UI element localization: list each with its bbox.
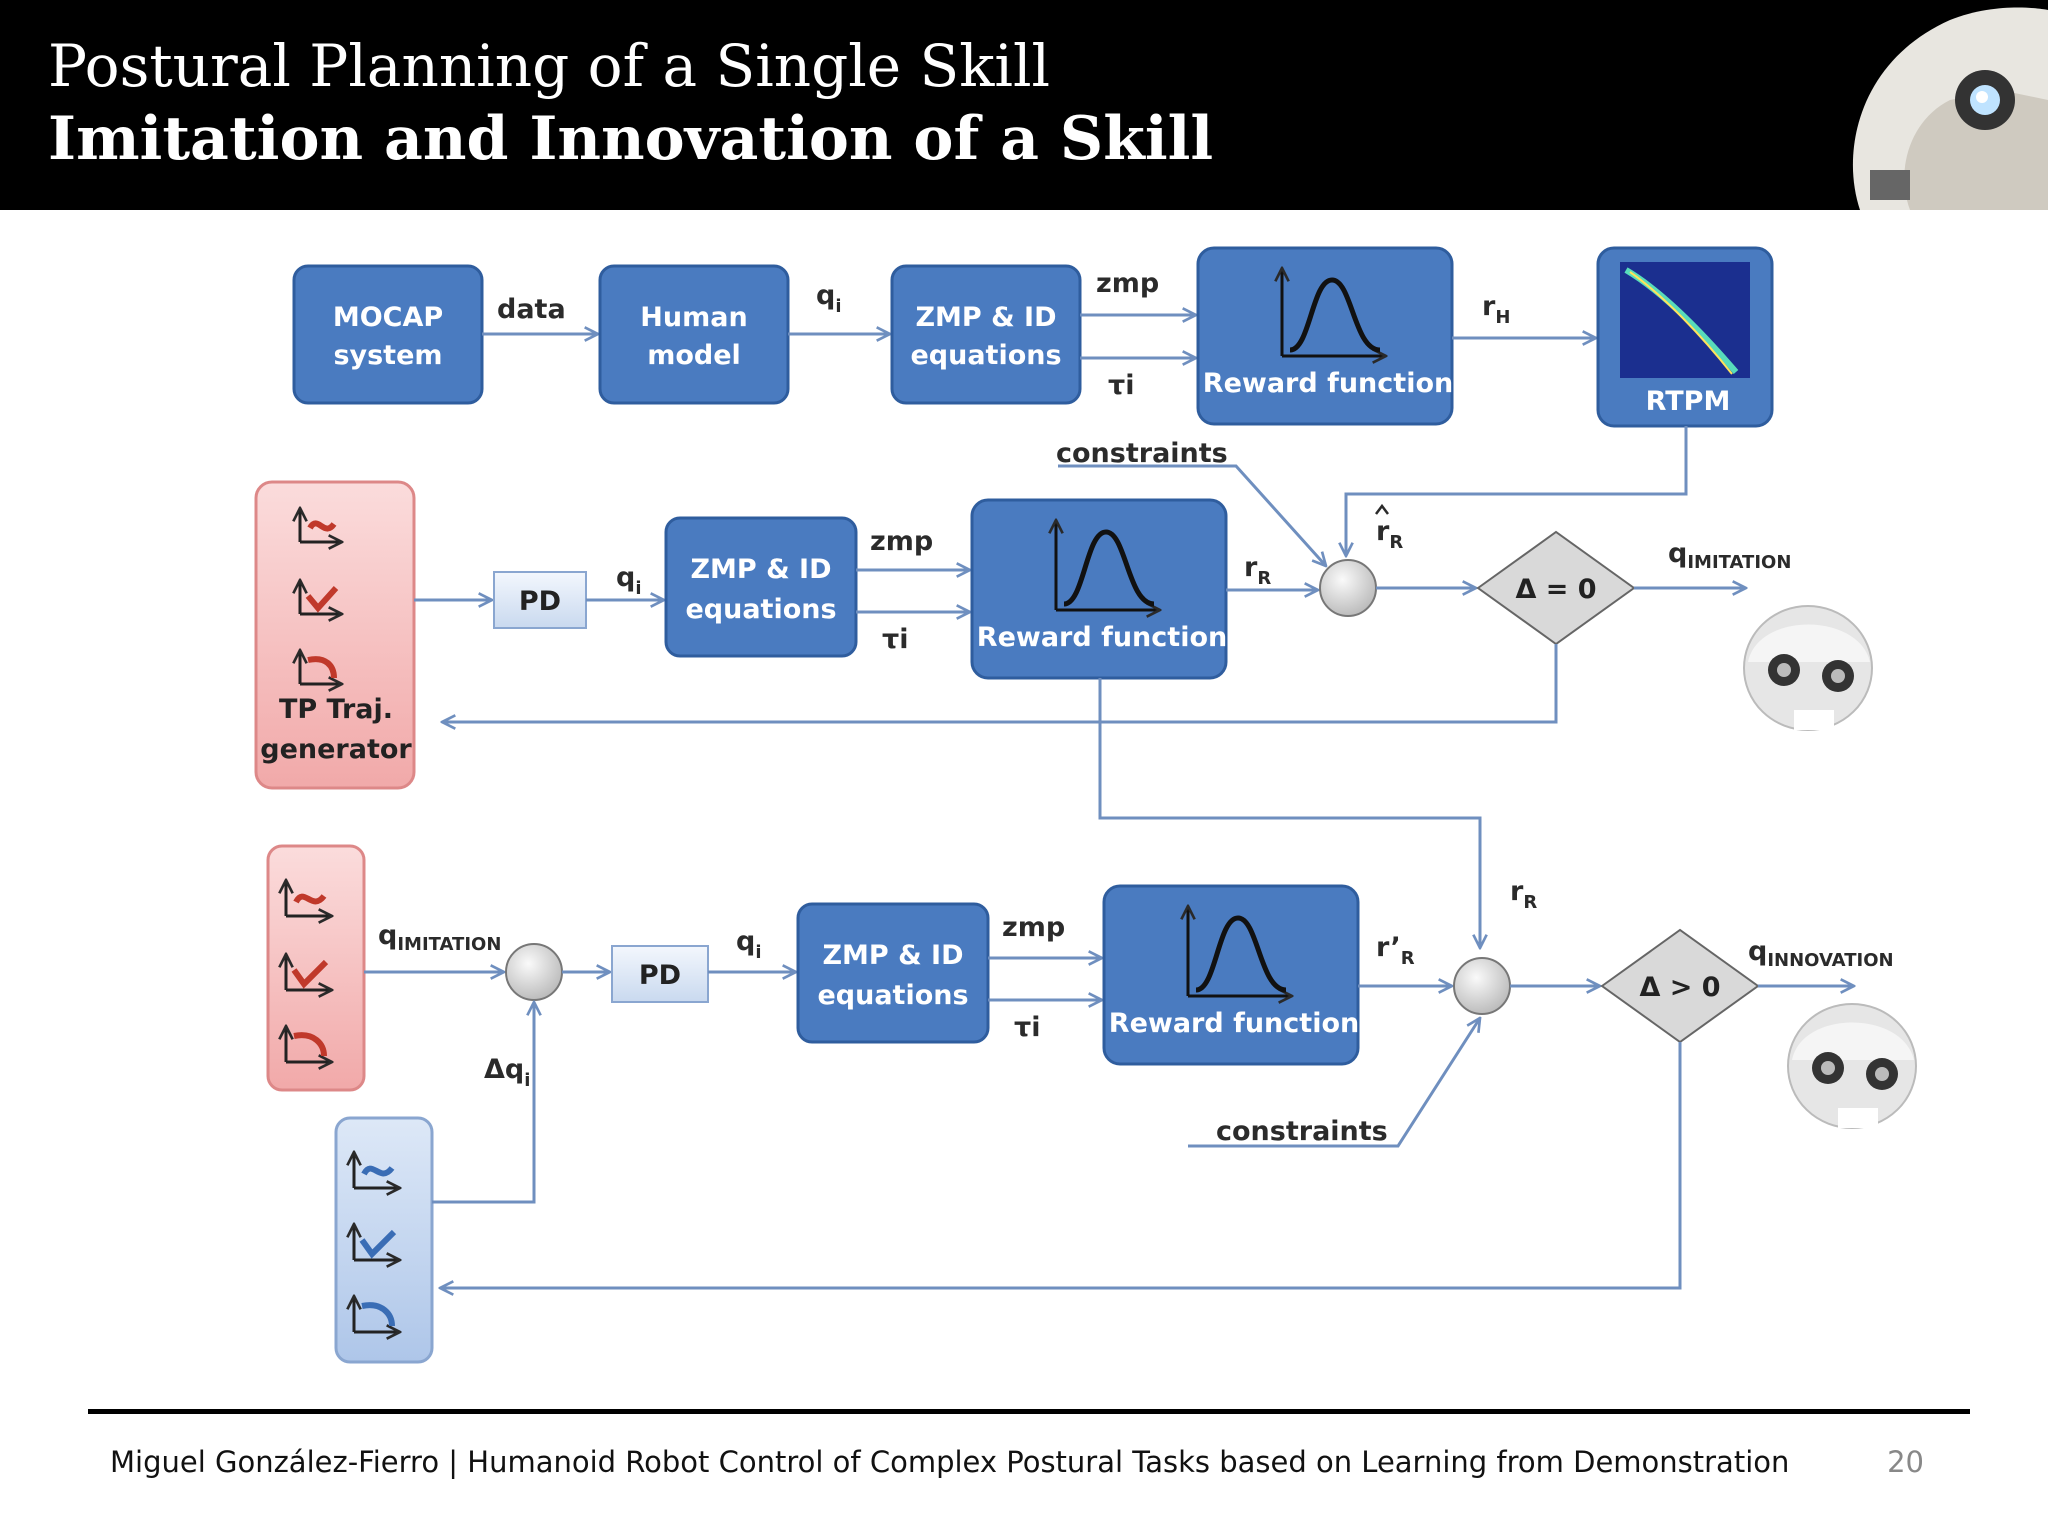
tau-label-row1: τi	[1108, 370, 1135, 401]
svg-text:system: system	[333, 340, 442, 371]
tau-label-row2: τi	[882, 624, 909, 655]
tau-label-row3: τi	[1014, 1012, 1041, 1043]
q-imitation-output: qIMITATION	[1668, 538, 1791, 573]
zmp-id-box-row1: ZMP & ID equations	[890, 264, 1082, 405]
slide-subtitle: Imitation and Innovation of a Skill	[48, 104, 1214, 174]
summing-junction-row3-output	[1453, 957, 1511, 1015]
svg-text:ZMP & ID: ZMP & ID	[915, 302, 1056, 333]
rr-prime-label: r’R	[1376, 932, 1415, 969]
svg-text:equations: equations	[910, 340, 1061, 371]
constraints-label-row2: constraints	[1056, 438, 1228, 469]
svg-text:Reward function: Reward function	[977, 622, 1227, 653]
robot-icon-row3	[1787, 1003, 1917, 1129]
reward-function-box-row1: Reward function	[1196, 246, 1454, 426]
summing-junction-row2	[1319, 559, 1377, 617]
rtpm-box: RTPM	[1596, 246, 1774, 428]
svg-text:PD: PD	[639, 960, 681, 991]
qi-label-row2: qi	[616, 562, 642, 599]
reward-function-box-row2: Reward function	[970, 498, 1228, 680]
slide-header: Postural Planning of a Single Skill Imit…	[0, 0, 2048, 210]
svg-text:Reward function: Reward function	[1109, 1008, 1359, 1039]
svg-text:TP Traj.: TP Traj.	[279, 694, 393, 725]
decision-delta-zero: Δ = 0	[1476, 530, 1636, 646]
page-number: 20	[1887, 1445, 1924, 1479]
zmp-label-row2: zmp	[870, 526, 933, 557]
svg-text:Reward function: Reward function	[1203, 368, 1453, 399]
zmp-id-box-row2: ZMP & ID equations	[664, 516, 858, 658]
constraints-label-row3: constraints	[1216, 1116, 1388, 1147]
gaussian-reward-icon	[1188, 906, 1292, 996]
qi-label-row3: qi	[736, 926, 762, 963]
reward-function-box-row3: Reward function	[1102, 884, 1360, 1066]
svg-text:equations: equations	[817, 980, 968, 1011]
pd-box-row2: PD	[493, 571, 587, 629]
data-label: data	[497, 294, 566, 325]
svg-text:rR: rR	[1376, 516, 1403, 553]
rh-label: rH	[1482, 291, 1510, 328]
decision-delta-positive: Δ > 0	[1600, 928, 1760, 1044]
rr-label-row3-top: rR	[1510, 876, 1537, 913]
qi-label-row1: qi	[816, 280, 842, 317]
svg-text:Δ > 0: Δ > 0	[1639, 972, 1720, 1003]
rr-hat-label: rR	[1375, 503, 1403, 553]
tp-trajectory-generator-row2: TP Traj. generator	[254, 480, 416, 790]
delta-qi-label: Δqi	[484, 1054, 530, 1091]
rr-label-row2: rR	[1244, 552, 1271, 589]
svg-text:Human: Human	[640, 302, 747, 333]
zmp-label-row1: zmp	[1096, 268, 1159, 299]
zmp-label-row3: zmp	[1002, 912, 1065, 943]
gaussian-reward-icon	[1282, 268, 1386, 356]
footer-text: Miguel González-Fierro | Humanoid Robot …	[110, 1445, 1790, 1479]
svg-text:ZMP & ID: ZMP & ID	[690, 554, 831, 585]
svg-text:generator: generator	[260, 734, 412, 765]
mocap-system-box: MOCAP system	[292, 264, 484, 405]
q-innovation-output: qINNOVATION	[1748, 936, 1894, 971]
svg-text:model: model	[647, 340, 741, 371]
slide-title: Postural Planning of a Single Skill	[48, 32, 1051, 100]
footer-rule	[88, 1409, 1970, 1414]
human-model-box: Human model	[598, 264, 790, 405]
q-imitation-input: qIMITATION	[378, 920, 501, 955]
gaussian-reward-icon	[1056, 520, 1160, 610]
svg-text:ZMP & ID: ZMP & ID	[822, 940, 963, 971]
svg-text:PD: PD	[519, 586, 561, 617]
summing-junction-row3-input	[505, 943, 563, 1001]
svg-text:equations: equations	[685, 594, 836, 625]
zmp-id-box-row3: ZMP & ID equations	[796, 902, 990, 1044]
tp-trajectory-delta-row3	[334, 1116, 434, 1364]
svg-text:RTPM: RTPM	[1646, 386, 1731, 417]
svg-text:Δ = 0: Δ = 0	[1515, 574, 1596, 605]
tp-trajectory-imitation-row3	[266, 844, 366, 1092]
control-diagram: MOCAP system data Human model qi ZMP & I…	[254, 246, 1917, 1364]
robot-head-icon	[1800, 0, 2048, 210]
pd-box-row3: PD	[611, 945, 709, 1003]
robot-icon-row2	[1743, 605, 1873, 731]
svg-text:MOCAP: MOCAP	[333, 302, 443, 333]
